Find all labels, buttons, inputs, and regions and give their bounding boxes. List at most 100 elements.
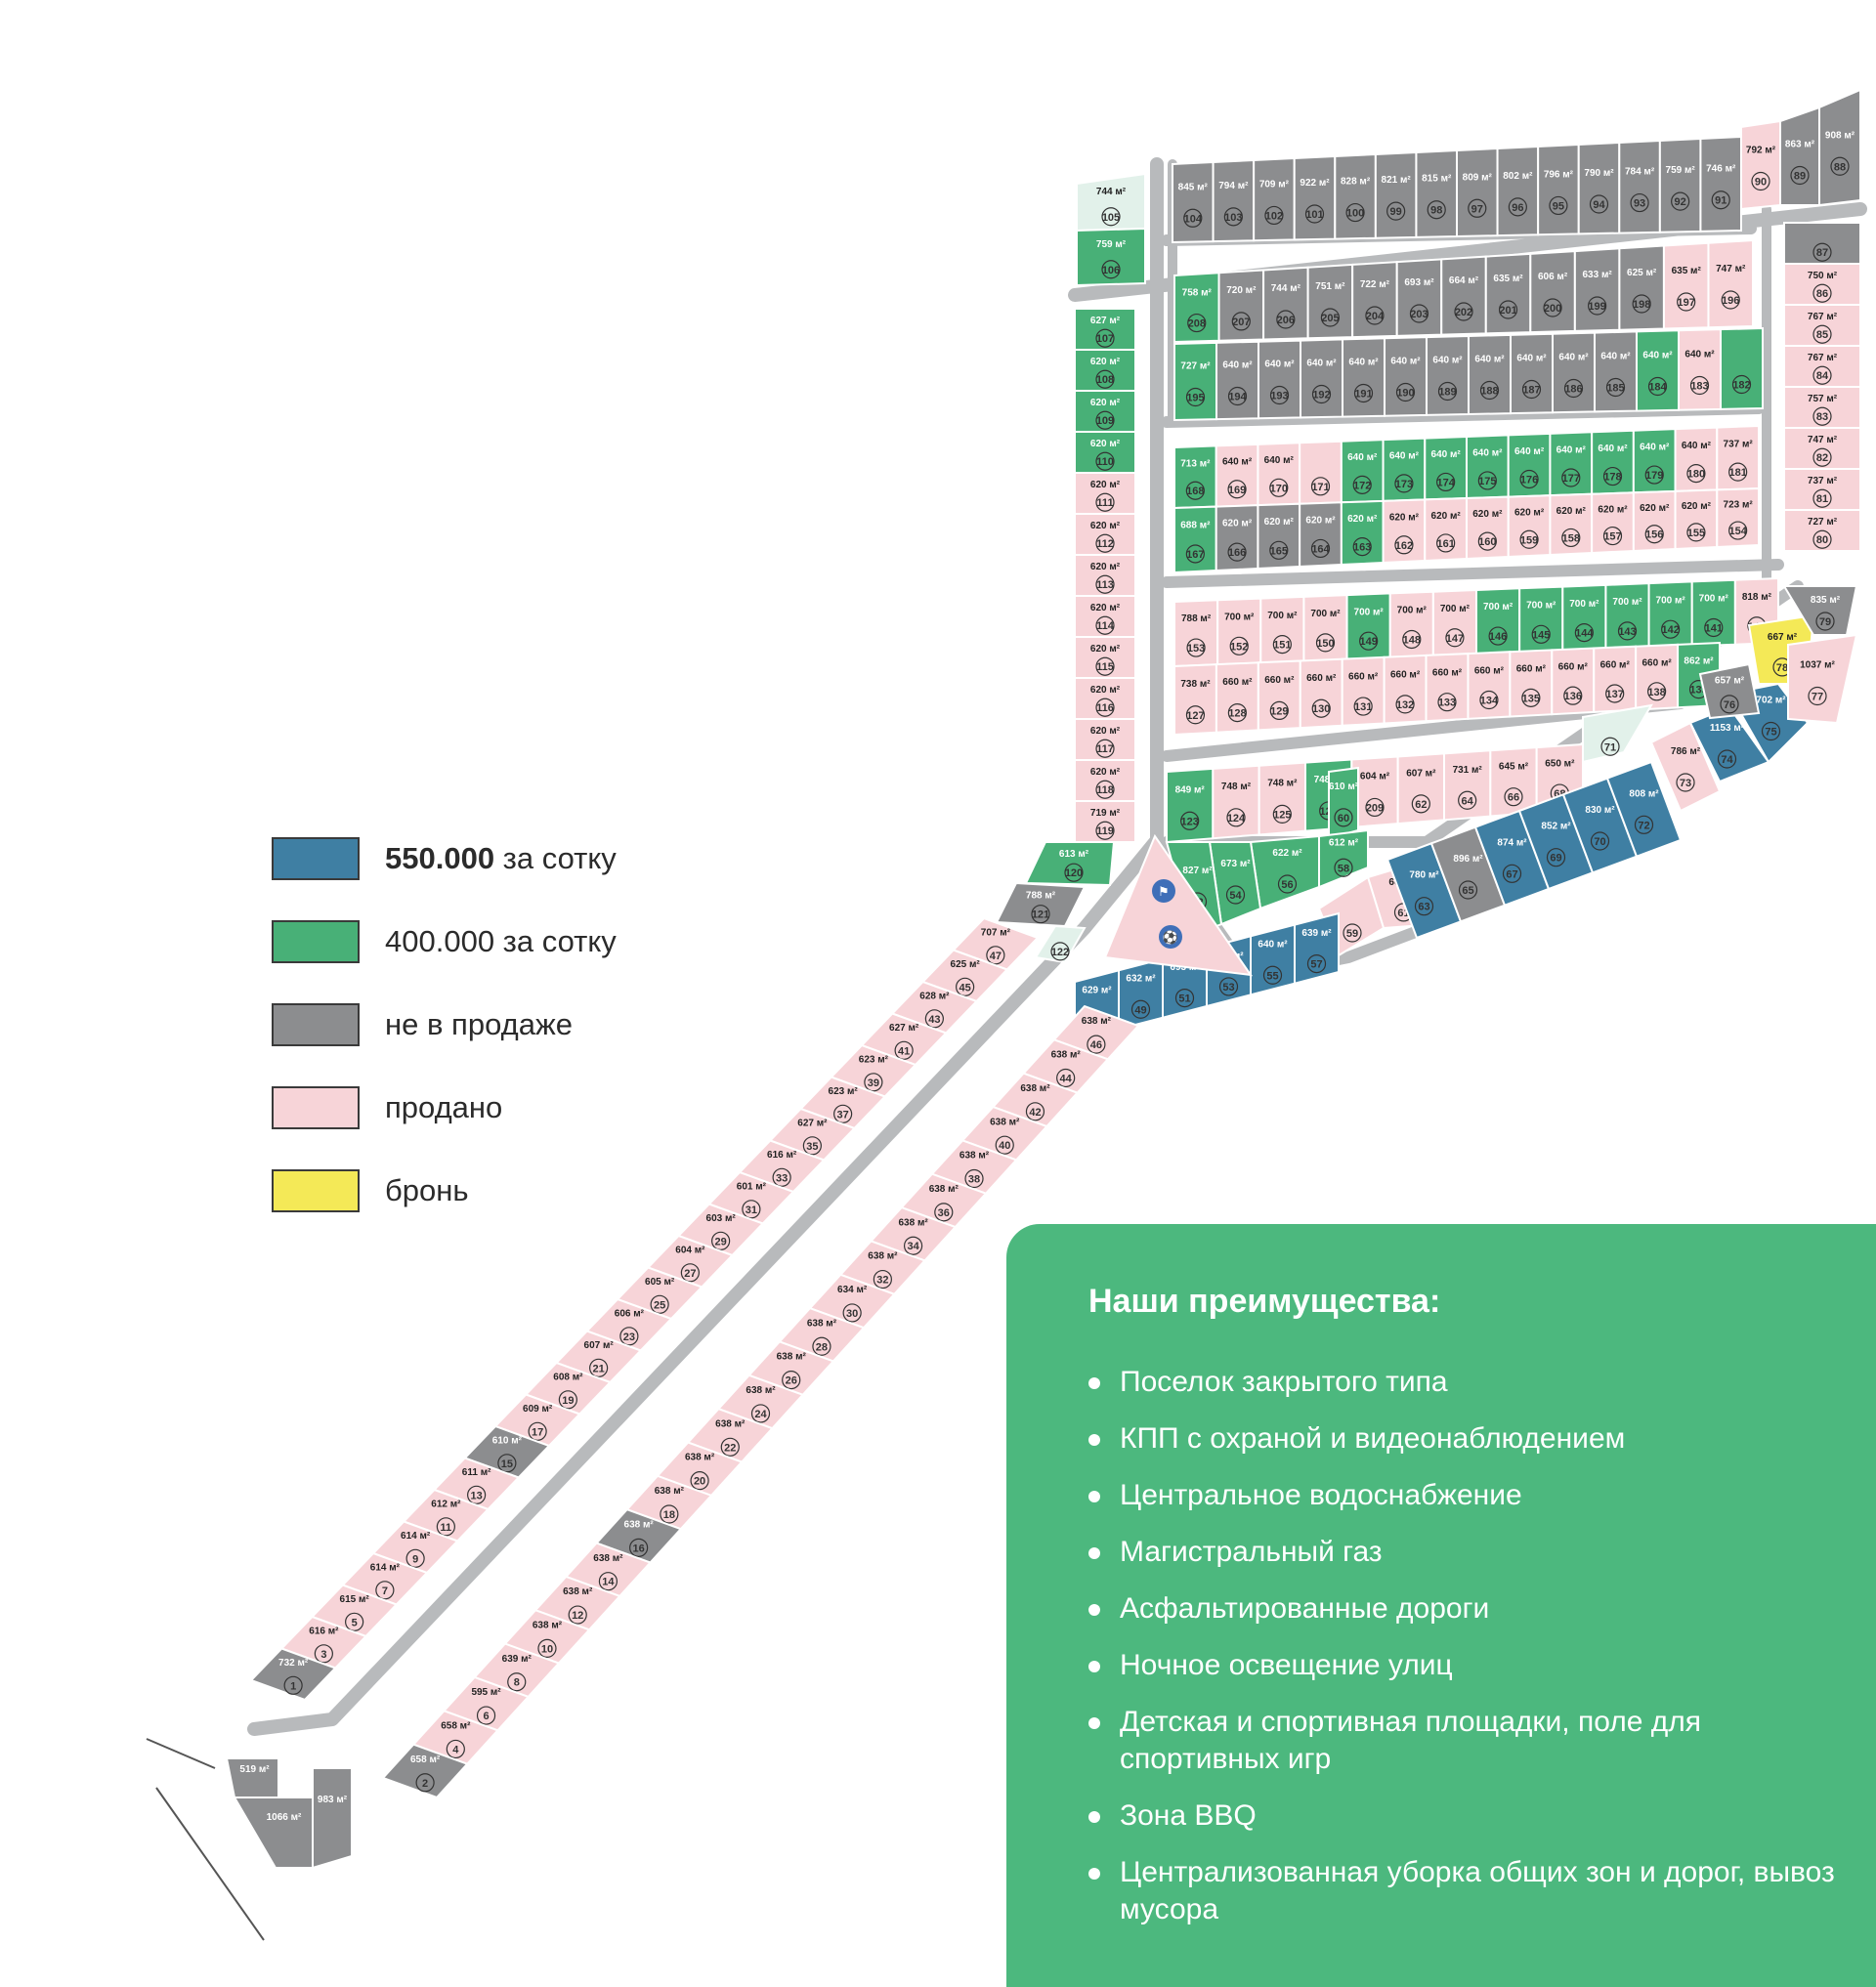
plot-shape[interactable] (1382, 437, 1427, 502)
plot-shape[interactable] (1573, 247, 1621, 332)
plot-shape[interactable] (1440, 255, 1487, 336)
plot[interactable]: 519 м² (225, 1757, 279, 1798)
plot-shape[interactable] (1456, 147, 1499, 238)
plot-shape[interactable] (1173, 341, 1217, 422)
plot-shape[interactable] (1351, 261, 1398, 339)
plot-shape[interactable] (1658, 137, 1702, 233)
plot-shape[interactable] (1426, 334, 1470, 416)
plot-shape[interactable] (1537, 143, 1580, 236)
plot-shape[interactable] (1582, 703, 1653, 764)
plot-shape[interactable] (1384, 336, 1428, 417)
plot-shape[interactable] (1076, 227, 1146, 287)
plot-shape[interactable] (1549, 492, 1594, 557)
plot-shape[interactable] (1577, 141, 1621, 235)
plot[interactable]: 87 (1783, 222, 1861, 265)
plot-shape[interactable] (1678, 328, 1722, 411)
plot-shape[interactable] (1649, 721, 1722, 813)
playground-zone[interactable] (1103, 833, 1254, 977)
plot-shape[interactable] (1674, 488, 1719, 551)
plot-shape[interactable] (1415, 148, 1458, 238)
plot-shape[interactable] (1632, 489, 1677, 553)
plot-shape[interactable] (1618, 139, 1661, 234)
plot-shape[interactable] (1740, 119, 1781, 211)
plot-shape[interactable] (1662, 241, 1710, 330)
plot-shape[interactable] (1173, 444, 1217, 510)
plot-shape[interactable] (1466, 495, 1510, 561)
plot-shape[interactable] (1258, 761, 1306, 836)
plot-shape[interactable] (1293, 154, 1337, 241)
plot-shape[interactable] (1172, 160, 1215, 244)
plot-shape[interactable] (1328, 766, 1359, 840)
plot-shape[interactable] (1306, 263, 1354, 340)
plot-shape[interactable] (1215, 340, 1259, 421)
plot-shape[interactable] (233, 1797, 314, 1869)
plot-shape[interactable] (1215, 443, 1259, 508)
plot-shape[interactable] (1300, 338, 1343, 419)
plot-shape[interactable] (1549, 431, 1594, 497)
plot-shape[interactable] (1374, 150, 1418, 239)
plot-shape[interactable] (1484, 252, 1532, 335)
plot-shape[interactable] (1698, 662, 1761, 720)
plot-shape[interactable] (1258, 339, 1301, 420)
